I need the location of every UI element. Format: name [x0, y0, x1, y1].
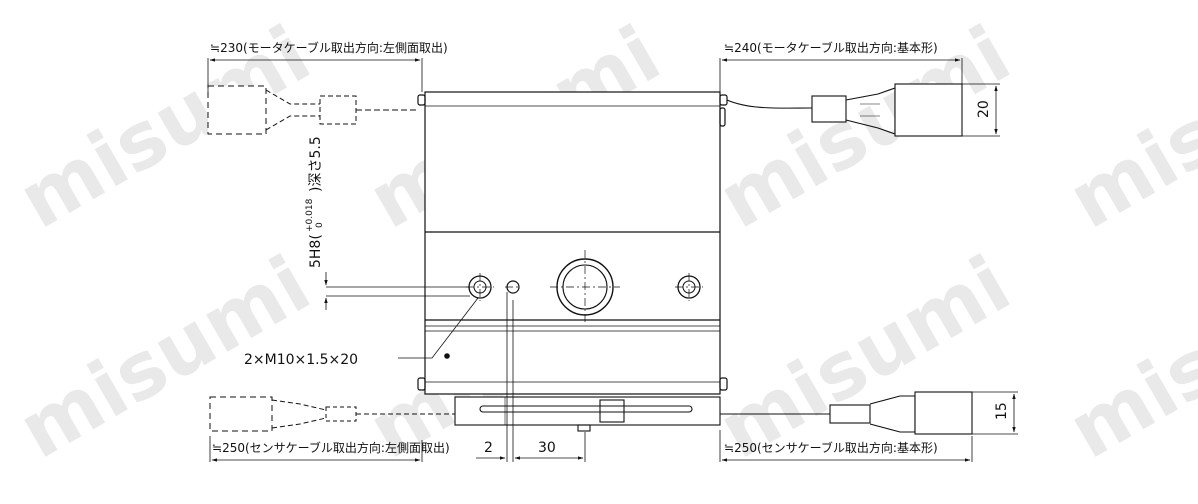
motor-cable-basic-label: ≒240(モータケーブル取出方向:基本形) [724, 40, 938, 55]
motor-cable-left-label: ≒230(モータケーブル取出方向:左側面取出) [210, 40, 448, 55]
pin-hole-callout: 5H8( +0.018 0 )深さ5.5 [305, 136, 325, 268]
pin-depth-label: )深さ5.5 [308, 136, 324, 192]
pin-tol-upper: +0.018 [305, 198, 315, 232]
watermark-4: misumi [1055, 10, 1198, 247]
sensor-cable-basic-label: ≒250(センサケーブル取出方向:基本形) [724, 440, 938, 455]
tapped-holes-label: 2×M10×1.5×20 [244, 352, 358, 368]
pin-hole-label: 5H8( [308, 234, 324, 268]
offset-30-label: 30 [538, 440, 556, 456]
watermark-8: misumi [1055, 240, 1198, 477]
pin-tol-lower: 0 [315, 222, 325, 228]
motor-cable-height-label: 20 [976, 100, 992, 118]
actuator-body [418, 92, 727, 394]
sensor-cable-left-label: ≒250(センサケーブル取出方向:左側面取出) [212, 440, 450, 455]
offset-2-label: 2 [484, 440, 493, 456]
slider-rail [455, 397, 720, 431]
sensor-cable-height-label: 15 [994, 402, 1010, 420]
svg-text:5H8(: 5H8( [308, 234, 324, 268]
